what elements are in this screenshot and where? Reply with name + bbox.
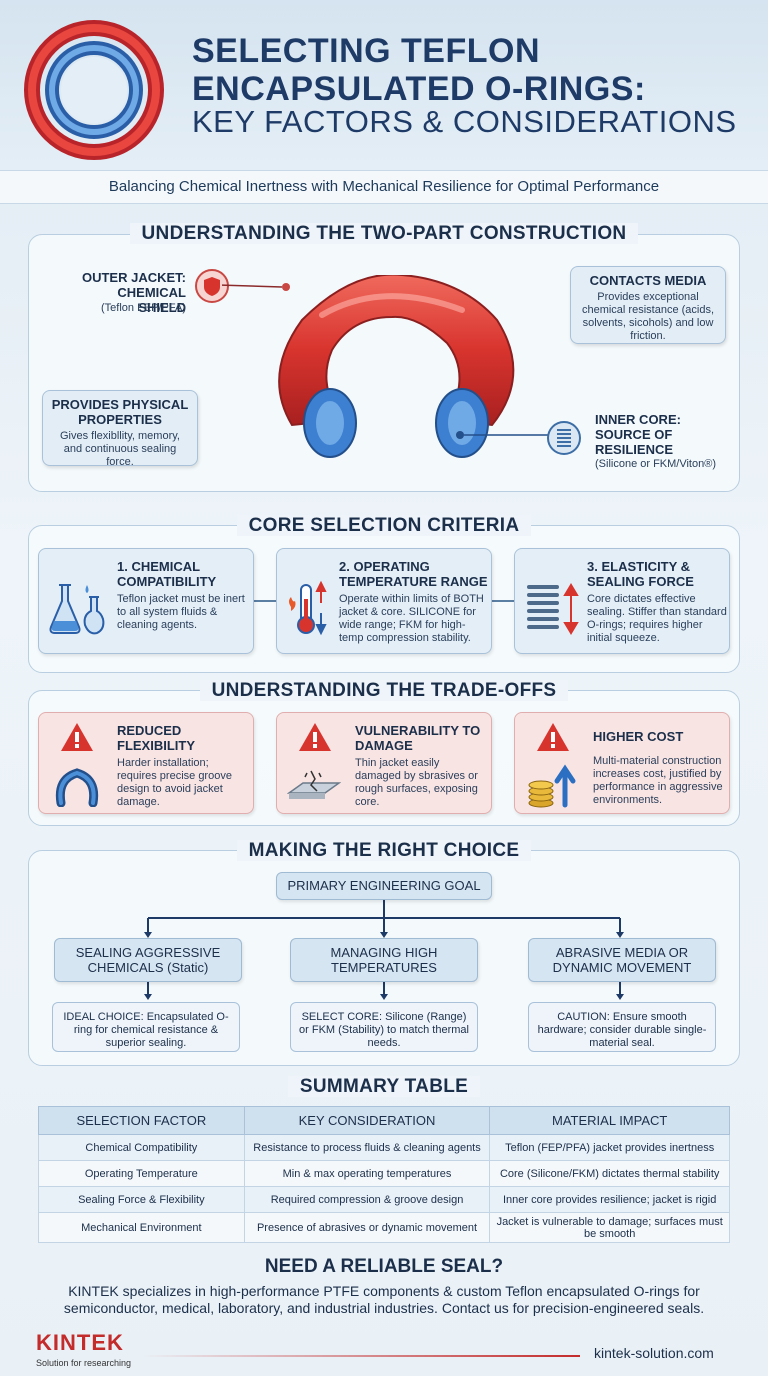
table-row: Operating Temperature Min & max operatin… xyxy=(38,1160,730,1187)
table-cell: Resistance to process fluids & cleaning … xyxy=(243,1134,491,1161)
page-title: SELECTING TEFLON ENCAPSULATED O-RINGS: xyxy=(192,32,646,108)
coins-rising-icon xyxy=(528,764,576,808)
construction-title: UNDERSTANDING THE TWO-PART CONSTRUCTION xyxy=(0,223,768,245)
spring-force-icon xyxy=(527,583,579,635)
criteria-title-2: 2. OPERATING TEMPERATURE RANGE xyxy=(339,559,488,589)
footer-divider xyxy=(140,1355,580,1357)
result-abrasive: CAUTION: Ensure smooth hardware; conside… xyxy=(528,1002,716,1052)
tradeoff-card-flexibility: REDUCED FLEXIBILITY Harder installation;… xyxy=(38,712,254,814)
summary-title: SUMMARY TABLE xyxy=(0,1076,768,1098)
outer-jacket-label: OUTER JACKET: CHEMICAL SHIELD xyxy=(81,270,186,315)
table-cell: Chemical Compatibility xyxy=(38,1134,245,1161)
tradeoff-title-3: HIGHER COST xyxy=(593,729,684,744)
physical-properties-callout: PROVIDES PHYSICAL PROPERTIES Gives flexi… xyxy=(42,390,198,468)
branch-temperatures: MANAGING HIGH TEMPERATURES xyxy=(290,938,478,982)
criteria-text-3: Core dictates effective sealing. Stiffer… xyxy=(587,593,727,644)
table-cell: Jacket is vulnerable to damage; surfaces… xyxy=(489,1212,730,1243)
criteria-card-chemical: 1. CHEMICAL COMPATIBILITY Teflon jacket … xyxy=(38,548,254,654)
warning-icon xyxy=(299,723,331,751)
table-cell: Required compression & groove design xyxy=(243,1186,491,1213)
criteria-text-2: Operate within limits of BOTH jacket & c… xyxy=(339,593,484,644)
result-chemicals: IDEAL CHOICE: Encapsulated O-ring for ch… xyxy=(52,1002,240,1052)
page-subtitle: Balancing Chemical Inertness with Mechan… xyxy=(108,178,660,195)
cta-text: KINTEK specializes in high-performance P… xyxy=(63,1283,705,1316)
contacts-media-callout: CONTACTS MEDIA Provides exceptional chem… xyxy=(570,266,726,344)
logo-tagline: Solution for researching xyxy=(36,1358,132,1368)
tradeoff-title-2: VULNERABILITY TO DAMAGE xyxy=(355,723,481,753)
bent-ring-icon xyxy=(55,768,99,807)
criteria-connector xyxy=(254,600,278,602)
criteria-title-1: 1. CHEMICAL COMPATIBILITY xyxy=(117,559,217,589)
tradeoff-card-cost: HIGHER COST Multi-material construction … xyxy=(514,712,730,814)
tradeoff-text-3: Multi-material construction increases co… xyxy=(593,755,723,806)
cracked-surface-icon xyxy=(287,770,341,799)
kintek-logo: KINTEK xyxy=(36,1330,124,1355)
table-row: Mechanical Environment Presence of abras… xyxy=(38,1212,730,1243)
tradeoffs-title: UNDERSTANDING THE TRADE-OFFS xyxy=(0,680,768,702)
criteria-text-1: Teflon jacket must be inert to all syste… xyxy=(117,593,245,631)
shield-icon xyxy=(195,269,229,303)
branch-abrasive: ABRASIVE MEDIA OR DYNAMIC MOVEMENT xyxy=(528,938,716,982)
table-cell: Presence of abrasives or dynamic movemen… xyxy=(243,1212,491,1243)
tradeoff-title-1: REDUCED FLEXIBILITY xyxy=(117,723,195,753)
page-title-line3: KEY FACTORS & CONSIDERATIONS xyxy=(192,104,737,139)
table-cell: Min & max operating temperatures xyxy=(243,1160,491,1187)
website-link[interactable]: kintek-solution.com xyxy=(594,1345,714,1361)
table-header: KEY CONSIDERATION xyxy=(243,1106,491,1135)
cta-title: NEED A RELIABLE SEAL? xyxy=(264,1256,504,1277)
tradeoff-card-damage: VULNERABILITY TO DAMAGE Thin jacket easi… xyxy=(276,712,492,814)
table-cell: Sealing Force & Flexibility xyxy=(38,1186,245,1213)
summary-table: SELECTION FACTOR KEY CONSIDERATION MATER… xyxy=(38,1106,730,1243)
inner-core-sub: (Silicone or FKM/Viton®) xyxy=(595,458,716,470)
tradeoff-text-1: Harder installation; requires precise gr… xyxy=(117,757,232,808)
o-ring-logo-icon xyxy=(24,20,164,160)
table-header: MATERIAL IMPACT xyxy=(489,1106,730,1135)
table-row: Chemical Compatibility Resistance to pro… xyxy=(38,1134,730,1161)
spring-icon xyxy=(547,421,581,455)
table-header: SELECTION FACTOR xyxy=(38,1106,245,1135)
table-cell: Teflon (FEP/PFA) jacket provides inertne… xyxy=(489,1134,730,1161)
table-cell: Mechanical Environment xyxy=(38,1212,245,1243)
warning-icon xyxy=(61,723,93,751)
result-temperatures: SELECT CORE: Silicone (Range) or FKM (St… xyxy=(290,1002,478,1052)
warning-icon xyxy=(537,723,569,751)
flask-icon xyxy=(49,584,105,635)
o-ring-illustration xyxy=(222,275,552,458)
inner-core-label: INNER CORE: SOURCE OF RESILIENCE xyxy=(595,412,681,457)
criteria-card-temperature: 2. OPERATING TEMPERATURE RANGE Operate w… xyxy=(276,548,492,654)
table-cell: Inner core provides resilience; jacket i… xyxy=(489,1186,730,1213)
tradeoff-text-2: Thin jacket easily damaged by sbrasives … xyxy=(355,757,478,808)
table-cell: Operating Temperature xyxy=(38,1160,245,1187)
table-row: Sealing Force & Flexibility Required com… xyxy=(38,1186,730,1213)
branch-chemicals: SEALING AGGRESSIVE CHEMICALS (Static) xyxy=(54,938,242,982)
primary-goal-box: PRIMARY ENGINEERING GOAL xyxy=(276,872,492,900)
table-cell: Core (Silicone/FKM) dictates thermal sta… xyxy=(489,1160,730,1187)
choice-title: MAKING THE RIGHT CHOICE xyxy=(0,840,768,862)
decision-tree-lines xyxy=(144,900,624,1000)
subtitle-band xyxy=(0,170,768,204)
criteria-card-elasticity: 3. ELASTICITY & SEALING FORCE Core dicta… xyxy=(514,548,730,654)
criteria-title-3: 3. ELASTICITY & SEALING FORCE xyxy=(587,559,694,589)
thermometer-icon xyxy=(289,580,327,636)
criteria-title: CORE SELECTION CRITERIA xyxy=(0,515,768,537)
criteria-connector xyxy=(491,600,515,602)
outer-jacket-sub: (Teflon FEP/PFA) xyxy=(101,302,186,314)
